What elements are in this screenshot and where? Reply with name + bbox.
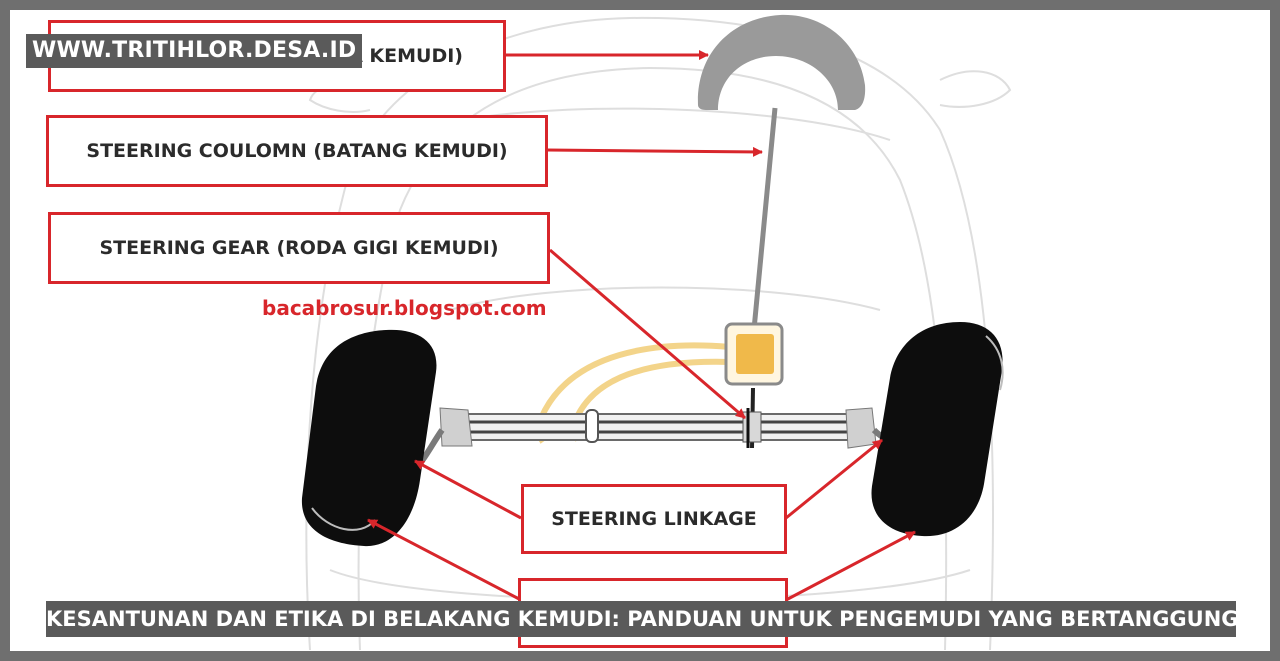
article-title-caption: KESANTUNAN DAN ETIKA DI BELAKANG KEMUDI:… bbox=[46, 601, 1236, 637]
label-steering-gear: STEERING GEAR (RODA GIGI KEMUDI) bbox=[48, 212, 550, 284]
label-steering-column: STEERING COULOMN (BATANG KEMUDI) bbox=[46, 115, 548, 187]
steering-column bbox=[750, 107, 778, 341]
label-steering-linkage: STEERING LINKAGE bbox=[521, 484, 787, 554]
right-tire-highlight bbox=[985, 335, 1004, 391]
arrow-bottom-to-right-tire bbox=[785, 530, 916, 602]
label-steering-linkage-text: STEERING LINKAGE bbox=[551, 508, 757, 530]
callout-arrows bbox=[367, 50, 916, 602]
arrow-to-steering-column bbox=[546, 146, 763, 157]
label-steering-gear-text: STEERING GEAR (RODA GIGI KEMUDI) bbox=[99, 237, 499, 259]
site-watermark: WWW.TRITIHLOR.DESA.ID bbox=[26, 34, 363, 68]
label-steering-wheel-text: A KEMUDI) bbox=[348, 45, 463, 67]
arrow-to-steering-gear bbox=[549, 248, 746, 420]
steering-rack bbox=[439, 407, 877, 449]
steering-wheel bbox=[697, 14, 866, 110]
arrow-linkage-to-right-tierod bbox=[785, 438, 883, 520]
steering-gearbox-core bbox=[736, 334, 774, 374]
blog-url: bacabrosur.blogspot.com bbox=[262, 296, 547, 320]
steering-system-diagram bbox=[301, 14, 1012, 651]
left-front-tire bbox=[301, 329, 437, 547]
diagram-frame: A KEMUDI) STEERING COULOMN (BATANG KEMUD… bbox=[10, 10, 1270, 651]
arrow-linkage-to-left-tierod bbox=[414, 459, 522, 520]
right-front-tire bbox=[871, 322, 1003, 537]
label-steering-column-text: STEERING COULOMN (BATANG KEMUDI) bbox=[86, 140, 508, 162]
arrow-bottom-to-left-tire bbox=[367, 518, 522, 602]
